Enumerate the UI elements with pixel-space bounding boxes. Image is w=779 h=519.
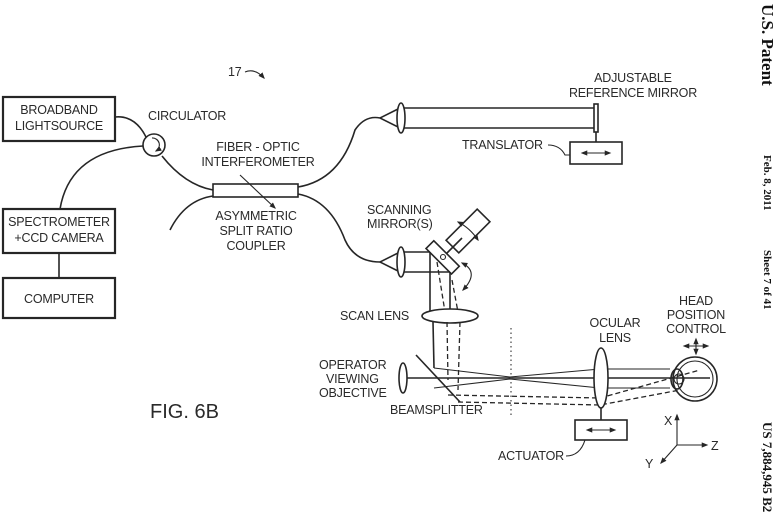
lens-beam-left [432, 321, 435, 369]
converging-beam-top [433, 367, 670, 378]
figure-title: FIG. 6B [150, 401, 219, 423]
spectrometer-label-line2: +CCD CAMERA [14, 231, 104, 245]
translator-leader [547, 144, 570, 156]
scan-rotation-arrow-icon [456, 221, 479, 242]
scanning-mirror-label-line1: SCANNING [367, 203, 431, 217]
reference-mirror-label-line1: ADJUSTABLE [594, 71, 672, 85]
ocular-lens-label-line2: LENS [599, 331, 631, 345]
coupler-label-line3: COUPLER [226, 239, 285, 253]
scan-beam-dashed-1 [436, 261, 446, 313]
objective-label-line3: OBJECTIVE [319, 386, 387, 400]
patent-sheet: Sheet 7 of 41 [761, 250, 773, 310]
patent-number: US 7,884,945 B2 [760, 422, 775, 512]
sample-collimating-lens [396, 246, 406, 278]
fiber-circulator-coupler [161, 155, 214, 191]
scanning-mirror-label-line2: MIRROR(S) [367, 217, 433, 231]
broadband-label-line1: BROADBAND [20, 103, 98, 117]
objective-label-line2: VIEWING [326, 372, 379, 386]
y-axis-arrow [660, 444, 678, 464]
computer-label: COMPUTER [24, 292, 94, 306]
broadband-lightsource-box: BROADBAND LIGHTSOURCE [1, 95, 117, 143]
circulator-symbol [142, 133, 166, 157]
interferometer-label-line1: FIBER - OPTIC [216, 140, 300, 154]
actuator-label: ACTUATOR [498, 449, 564, 463]
patent-date: Feb. 8, 2011 [761, 155, 773, 211]
patent-header: U.S. Patent Feb. 8, 2011 Sheet 7 of 41 U… [758, 4, 777, 512]
head-position-label-line1: HEAD [679, 294, 713, 308]
fiber-sample-arm [297, 193, 381, 263]
scan-beam-dashed-2 [451, 279, 459, 313]
ocular-lens [593, 347, 609, 409]
computer-box: COMPUTER [1, 276, 117, 320]
lens-beam-dashed-1 [446, 321, 449, 381]
scan-lens-label: SCAN LENS [340, 309, 409, 323]
head-position-label-line3: CONTROL [666, 322, 726, 336]
broadband-label-line2: LIGHTSOURCE [15, 119, 103, 133]
fiber-circulator-spectrometer [59, 145, 144, 210]
patent-label: U.S. Patent [758, 4, 777, 86]
spectrometer-box: SPECTROMETER +CCD CAMERA [1, 207, 117, 255]
scan-beam-dashed-path-2 [457, 389, 681, 406]
axis-z-label: Z [711, 439, 719, 453]
fiber-source-circulator [114, 116, 147, 138]
translator-label: TRANSLATOR [462, 138, 543, 152]
objective-label-line1: OPERATOR [319, 358, 387, 372]
reference-mirror-label-line2: REFERENCE MIRROR [569, 86, 697, 100]
scanning-mirror [424, 207, 492, 291]
reference-collimating-lens [396, 102, 406, 134]
fiber-coupler-unused [169, 195, 214, 231]
coupler-pointer [239, 174, 276, 209]
axis-y-label: Y [645, 457, 654, 471]
mirror-tilt-arrow-icon [460, 262, 472, 291]
ocular-lens-label-line1: OCULAR [590, 316, 641, 330]
beamsplitter-label: BEAMSPLITTER [390, 403, 483, 417]
reference-numeral: 17 [228, 65, 242, 79]
actuator-leader [565, 439, 586, 457]
converging-beam-bottom [433, 378, 670, 389]
eye [670, 356, 718, 402]
interferometer-label-line2: INTERFEROMETER [201, 155, 314, 169]
coupler-symbol [212, 183, 299, 198]
scan-lens [421, 308, 479, 324]
translator-box [569, 141, 623, 165]
coupler-label-line2: SPLIT RATIO [219, 224, 293, 238]
fiber-reference-arm [297, 116, 381, 188]
fiber-tip-reference [379, 107, 401, 129]
four-way-arrow-icon [682, 337, 710, 356]
coordinate-axes: X Z Y [645, 413, 719, 471]
reference-mirror [593, 103, 599, 133]
circulator-label: CIRCULATOR [148, 109, 226, 123]
head-position-label-line2: POSITION [667, 308, 725, 322]
actuator-box [574, 419, 628, 441]
coupler-label-line1: ASYMMETRIC [215, 209, 297, 223]
fiber-tip-sample [379, 251, 401, 273]
axis-x-label: X [664, 414, 673, 428]
reference-arrow [244, 70, 265, 79]
viewing-objective-lens [398, 362, 408, 394]
spectrometer-label-line1: SPECTROMETER [8, 215, 110, 229]
lens-beam-dashed-2 [457, 321, 461, 391]
